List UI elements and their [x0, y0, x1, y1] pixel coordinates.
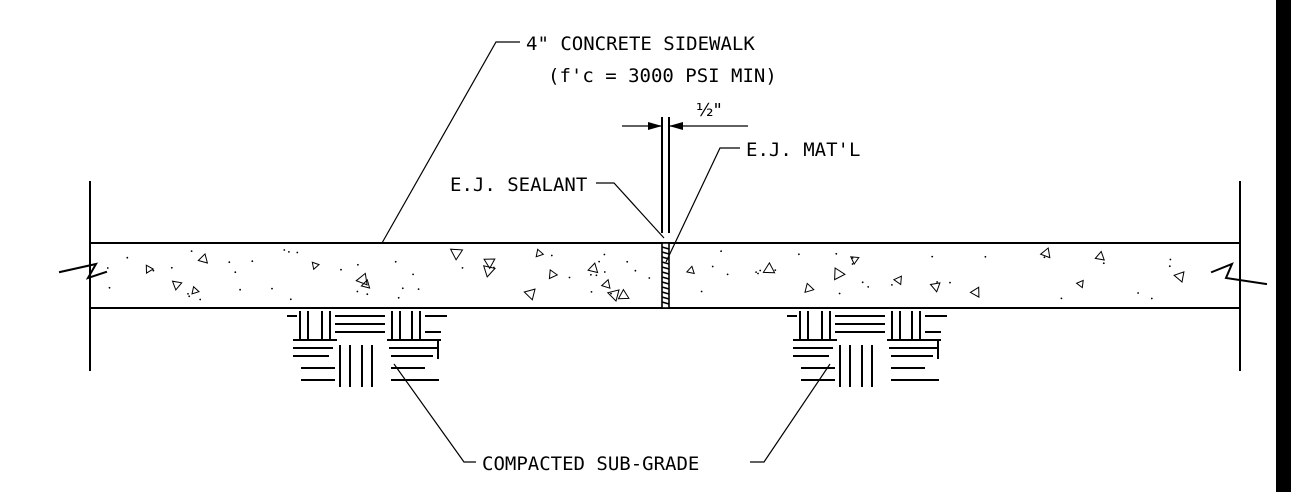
ej-sealant-label: E.J. SEALANT [450, 174, 587, 196]
aggregate-triangle [145, 264, 155, 274]
subgrade-leader: COMPACTED SUB-GRADE [393, 363, 831, 475]
aggregate-triangle [535, 248, 545, 258]
concrete-aggregate-hatch [106, 247, 1185, 302]
ej-sealant-leader: E.J. SEALANT [450, 174, 665, 239]
sidewalk-leader: 4" CONCRETE SIDEWALK (f'c = 3000 PSI MIN… [381, 33, 777, 244]
joint-width-dimension: ½" [622, 100, 748, 233]
expansion-joint [661, 242, 670, 309]
aggregate-triangle [311, 261, 320, 271]
aggregate-triangle [360, 278, 371, 289]
subgrade-hatch-left [287, 311, 447, 387]
aggregate-triangle [804, 282, 815, 294]
aggregate-triangle [685, 265, 695, 275]
aggregate-triangle [606, 289, 620, 302]
aggregate-triangle [929, 282, 941, 293]
aggregate-triangle [483, 258, 496, 270]
break-line-left [58, 262, 108, 280]
aggregate-triangle [1094, 250, 1105, 261]
aggregate-triangle [171, 280, 183, 291]
aggregate-triangle [849, 256, 860, 265]
sidewalk-label-line1: 4" CONCRETE SIDEWALK [526, 33, 755, 55]
right-border-bar [1276, 0, 1291, 492]
sidewalk-label-line2: (f'c = 3000 PSI MIN) [548, 65, 777, 87]
aggregate-triangle [969, 286, 980, 298]
aggregate-triangle [449, 248, 464, 261]
subgrade-label: COMPACTED SUB-GRADE [482, 453, 699, 475]
aggregate-triangle [1173, 271, 1185, 283]
aggregate-triangle [600, 278, 611, 289]
aggregate-triangle [191, 285, 200, 295]
aggregate-triangle [355, 272, 368, 286]
aggregate-triangle [548, 268, 559, 280]
subgrade-hatch-right [787, 311, 947, 387]
aggregate-triangle [197, 252, 209, 264]
ej-material-label: E.J. MAT'L [746, 139, 860, 161]
joint-width-label: ½" [696, 100, 722, 121]
ej-material-leader: E.J. MAT'L [665, 139, 860, 263]
aggregate-triangle [892, 275, 902, 286]
aggregate-triangle [587, 262, 599, 274]
aggregate-triangle [1039, 247, 1051, 259]
aggregate-triangle [834, 267, 846, 281]
aggregate-triangle [523, 288, 536, 301]
aggregate-triangle [1075, 279, 1084, 289]
aggregate-triangle [762, 261, 776, 274]
aggregate-triangle [617, 288, 630, 300]
break-line-right [1210, 262, 1268, 286]
